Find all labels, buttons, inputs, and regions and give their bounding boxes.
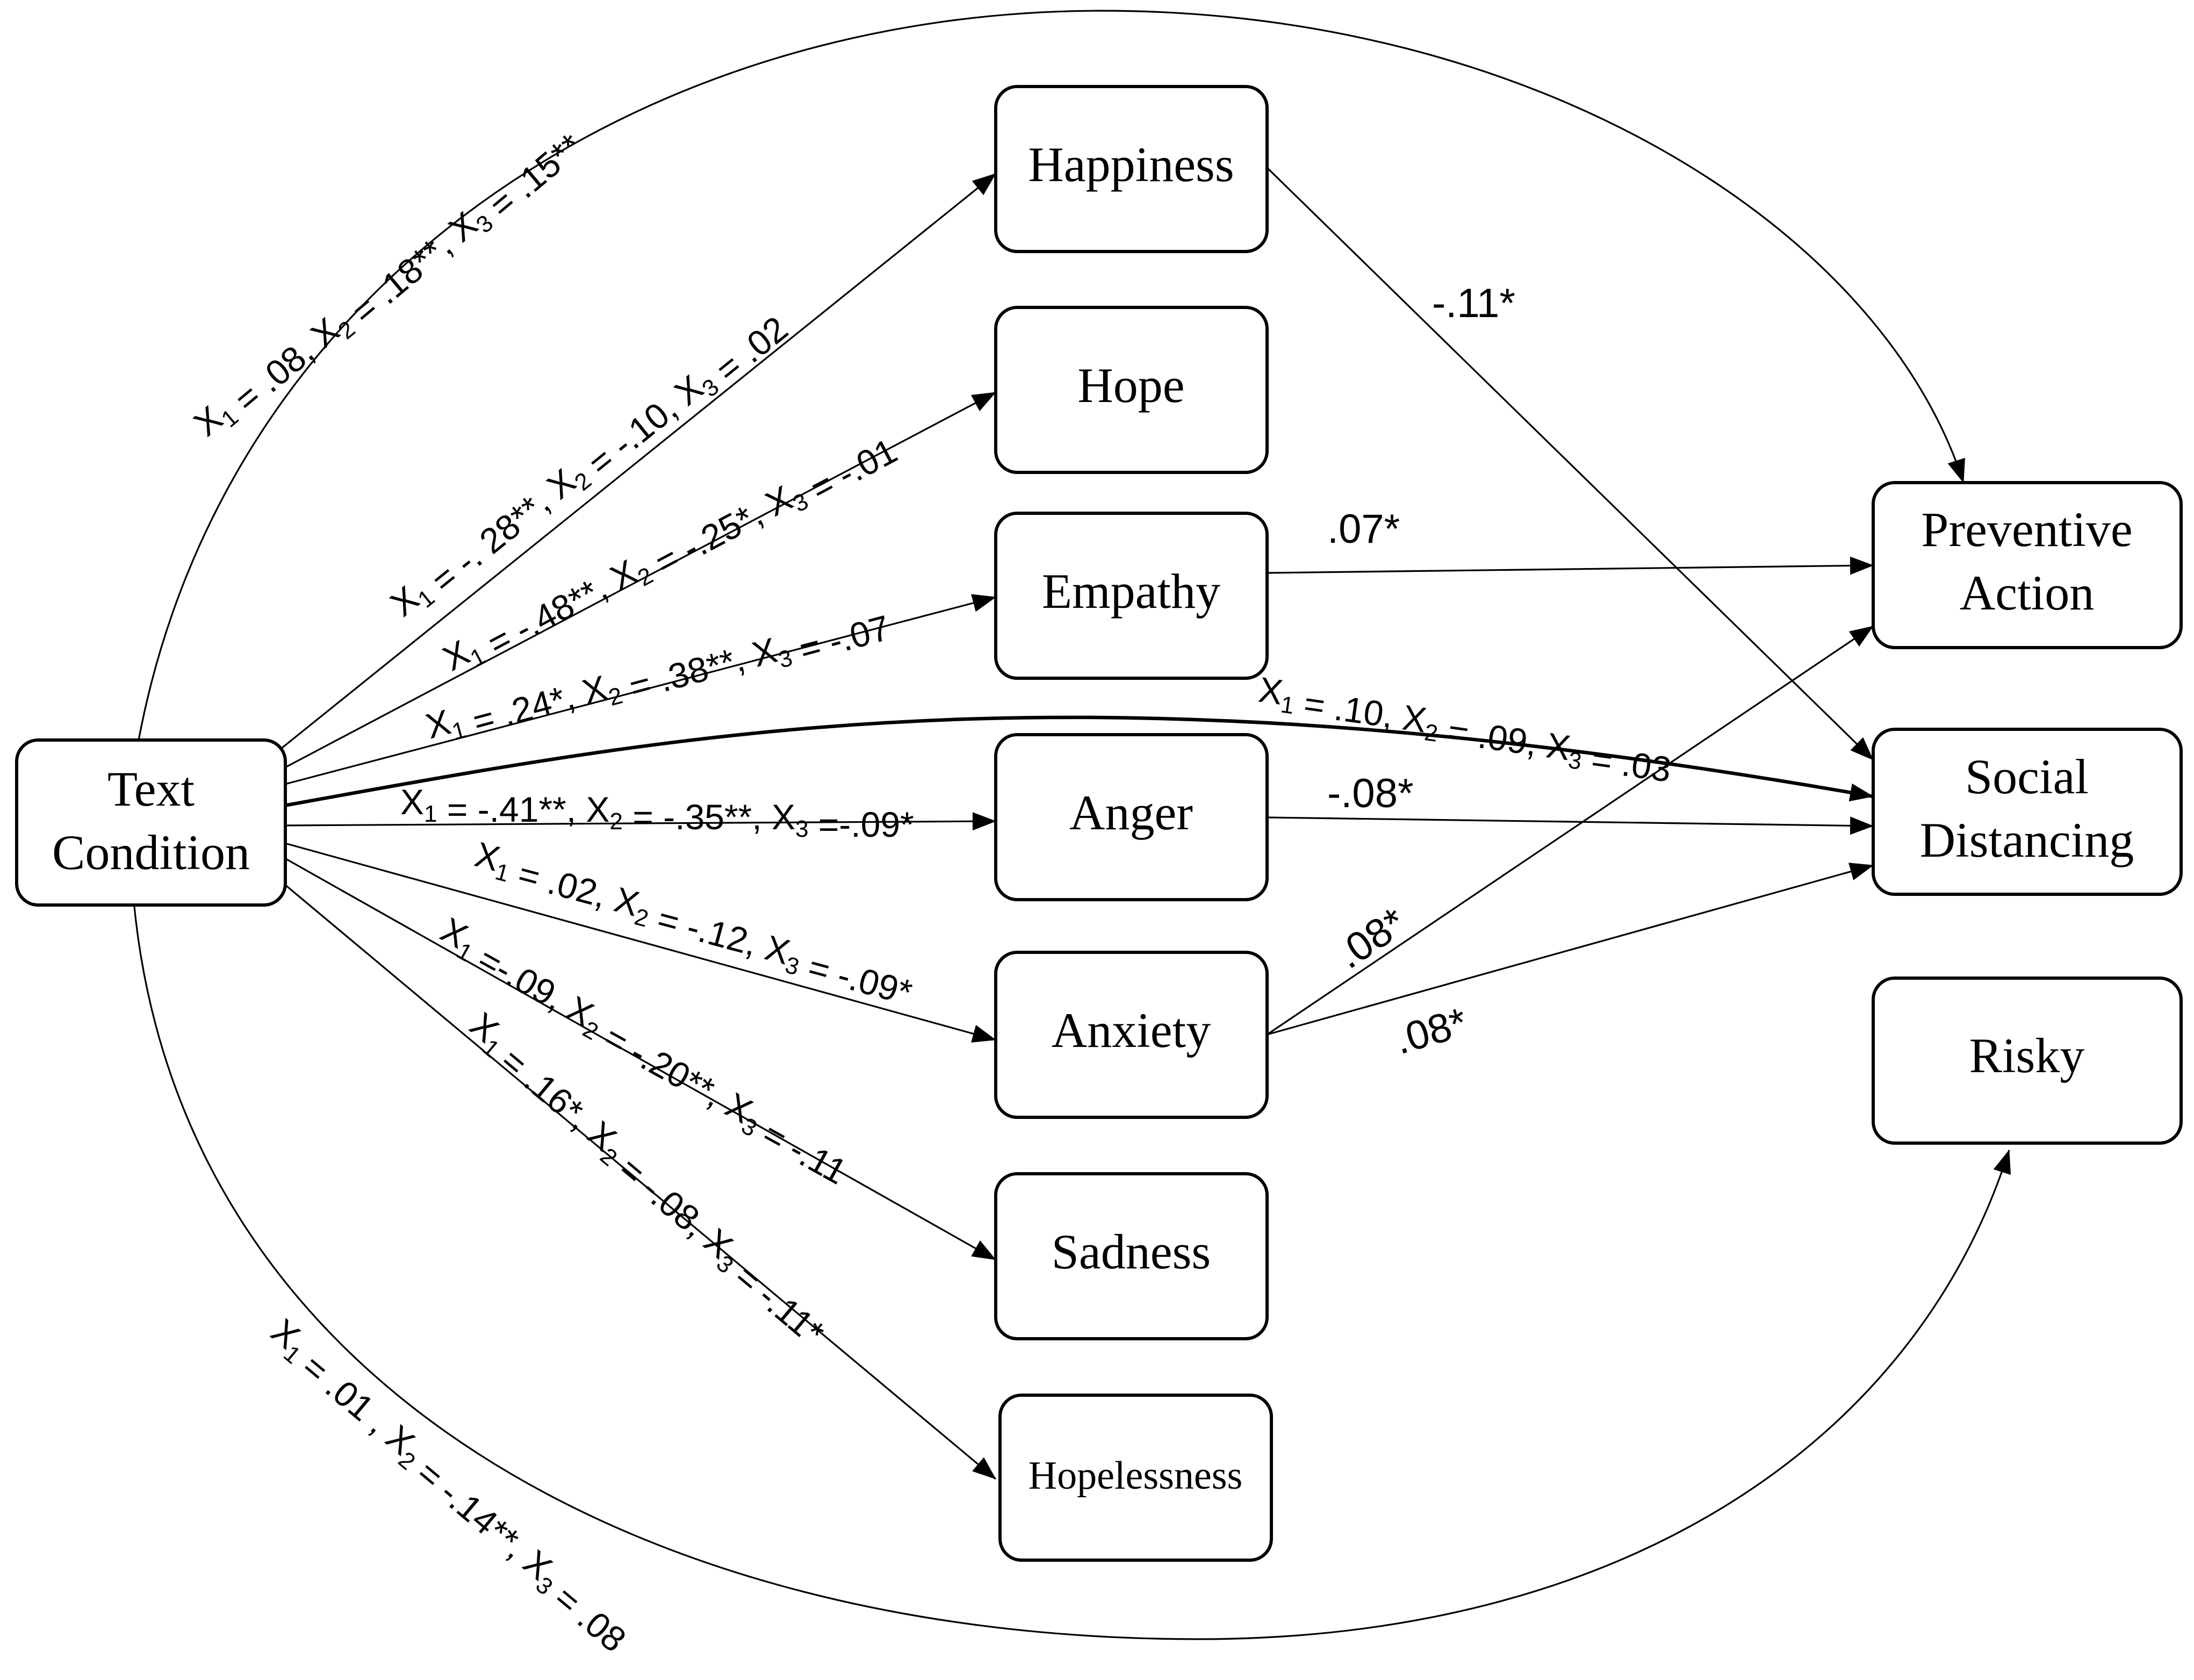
edge-label-anxiety-to-preventive: .08* [1328,899,1414,978]
node-risky: Risky [1872,977,2183,1145]
node-label: Action [1960,565,2094,620]
node-label: Anger [1069,785,1193,840]
node-label: Condition [52,825,250,880]
node-label: Text [107,762,195,816]
node-hope: Hope [994,306,1269,474]
edge-anxiety-to-social-distancing [1267,863,1874,1036]
edge-label-text-to-social-distancing: X1 = .10, X2 = .09, X3 = .03 [1253,670,1677,789]
edge-label-text-to-anger: X1 = -.41**, X2 = -.35**, X3 =-.09* [400,782,914,844]
node-label: Social [1965,749,2089,804]
node-label: Hopelessness [1028,1454,1243,1498]
nodes: Text Condition Happiness Hope Empathy An… [15,85,2183,1562]
edge-happiness-to-social-distancing [1266,167,1874,761]
edge-label-text-to-preventive: X1 = .08, X2 = .18**, X3 = .15** [186,109,589,461]
edge-text-to-anxiety [280,841,996,1043]
edge-text-to-empathy [280,594,996,786]
edges [133,10,2011,1640]
node-label: Hope [1077,358,1184,413]
edge-text-to-sadness [280,855,996,1261]
edge-label-empathy-to-preventive: .07* [1327,506,1400,552]
edge-anger-to-social-distancing [1267,816,1874,835]
node-label: Empathy [1042,564,1220,619]
edge-label-anger-to-social-distancing: -.08* [1327,771,1414,816]
node-anger: Anger [994,733,1269,901]
edge-label-anxiety-to-social-distancing: .08* [1390,999,1472,1063]
edge-text-to-social-distancing [280,715,1874,808]
edge-label-happiness-to-social-distancing: -.11* [1432,281,1515,326]
node-preventive-action: Preventive Action [1872,481,2183,649]
edge-text-to-preventive [138,10,1965,741]
node-sadness: Sadness [994,1172,1269,1340]
node-text-condition: Text Condition [15,738,287,907]
node-empathy: Empathy [994,512,1269,680]
edge-text-to-hope [280,391,996,771]
edge-label-text-to-risky: X1 = .01 , X2 = -.14**, X3 = .08 [249,1311,648,1660]
edge-text-to-happiness [280,173,997,750]
edge-labels: X1 = .08, X2 = .18**, X3 = .15** X1 = -.… [186,109,1677,1660]
node-social-distancing: Social Distancing [1872,728,2183,896]
node-label: Anxiety [1052,1003,1211,1058]
edge-label-text-to-empathy: X1 = .24*, X2 = .38**, X3 = -.07 [421,586,894,769]
node-label: Risky [1969,1028,2085,1083]
node-anxiety: Anxiety [994,951,1269,1119]
node-label: Happiness [1028,137,1234,192]
node-label: Sadness [1052,1224,1211,1279]
edge-anxiety-to-preventive [1267,625,1874,1036]
node-label: Preventive [1921,502,2132,557]
edge-empathy-to-preventive [1267,556,1874,575]
node-happiness: Happiness [994,85,1269,253]
edge-text-to-anger [280,812,996,831]
node-hopelessness: Hopelessness [998,1394,1273,1562]
node-label: Distancing [1920,813,2134,867]
edge-text-to-hopelessness [280,880,997,1480]
edge-text-to-risky [133,906,2011,1640]
